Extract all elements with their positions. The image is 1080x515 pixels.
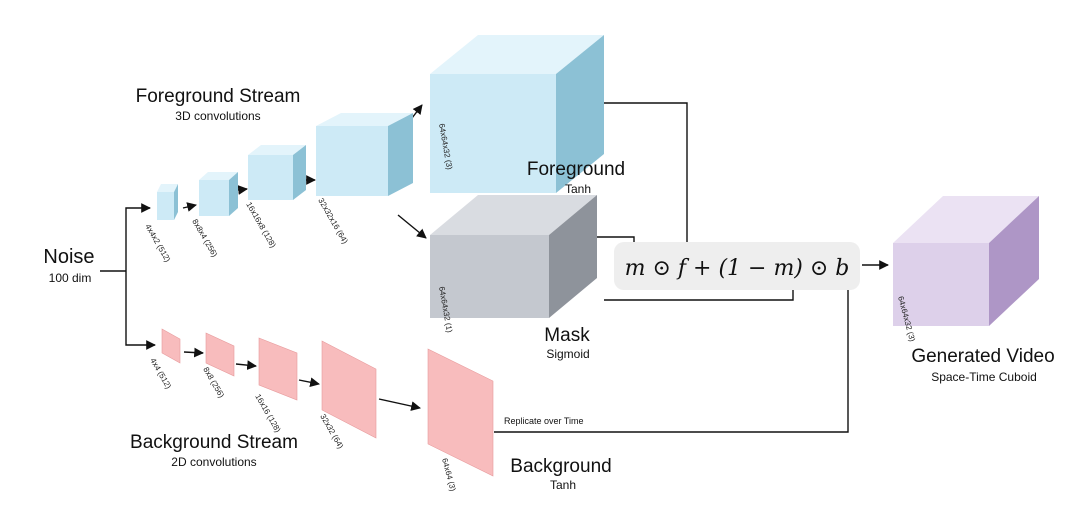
foreground-layer-3: [248, 145, 306, 200]
noise-to-foreground-arrow: [125, 203, 151, 271]
background-to-formula-arrow: [494, 279, 853, 433]
foreground-stream-subtitle: 3D convolutions: [175, 109, 260, 123]
cuboid-top: [430, 195, 597, 235]
foreground-output-cuboid: [430, 35, 604, 193]
foreground-output-title: Foreground: [527, 159, 625, 180]
cuboid-side: [174, 184, 178, 220]
cuboid-side: [989, 196, 1039, 326]
foreground-layer-3-size-label: 16x16x8 (128): [244, 201, 278, 250]
generated-video-cuboid: [893, 196, 1039, 326]
cuboid-top: [248, 145, 306, 155]
cuboid-top: [199, 172, 238, 180]
cuboid-front: [316, 126, 388, 196]
cuboid-front: [430, 235, 549, 318]
mask-output-title: Mask: [544, 325, 590, 346]
cuboid-front: [199, 180, 229, 216]
cuboid-front: [248, 155, 293, 200]
cuboid-top: [157, 184, 178, 192]
noise-sublabel: 100 dim: [49, 271, 92, 285]
formula-box: [614, 242, 860, 290]
background-output-title: Background: [510, 456, 611, 477]
cuboid-side: [556, 35, 604, 193]
cuboid-front: [157, 192, 174, 220]
background-layer-2: [205, 332, 235, 377]
bg-arrow-1: [183, 347, 204, 358]
cuboid-top: [430, 35, 604, 74]
foreground-output-activation: Tanh: [565, 182, 591, 196]
fg-to-mask-arrow: [397, 214, 427, 239]
bg-to-background-arrow: [378, 398, 421, 411]
fg-arrow-2: [237, 185, 248, 195]
background-layer-3: [258, 337, 298, 401]
foreground-layer-4: [316, 113, 413, 196]
background-output-activation: Tanh: [550, 478, 576, 492]
foreground-stream-title: Foreground Stream: [136, 86, 301, 107]
foreground-layer-1-size-label: 4x4x2 (512): [143, 223, 172, 264]
background-output-plane: [427, 348, 494, 477]
replicate-over-time-label: Replicate over Time: [504, 416, 584, 426]
bg-arrow-2: [235, 360, 257, 370]
background-layer-1-size-label: 4x4 (512): [148, 357, 173, 391]
background-layer-1: [161, 328, 181, 364]
foreground-layer-1: [157, 184, 178, 220]
cuboid-side: [549, 195, 597, 318]
background-layer-4: [321, 340, 377, 439]
mask-output-cuboid: [430, 195, 597, 318]
noise-to-background-arrow: [125, 271, 156, 350]
generated-video-title: Generated Video: [911, 346, 1054, 367]
noise-label: Noise: [43, 246, 94, 268]
background-stream-subtitle: 2D convolutions: [171, 455, 256, 469]
mask-output-activation: Sigmoid: [546, 347, 589, 361]
fg-arrow-1: [182, 202, 197, 212]
cuboid-side: [229, 172, 238, 216]
cuboid-top: [316, 113, 413, 126]
cuboid-front: [893, 243, 989, 326]
foreground-to-formula-arrow: [604, 102, 692, 253]
cuboid-side: [293, 145, 306, 200]
generated-video-subtitle: Space-Time Cuboid: [931, 370, 1037, 384]
foreground-layer-2: [199, 172, 238, 216]
background-output-size-label: 64x64 (3): [440, 457, 458, 492]
foreground-layer-2-size-label: 8x8x4 (256): [190, 218, 219, 259]
cuboid-top: [893, 196, 1039, 243]
cuboid-side: [388, 113, 413, 196]
bg-arrow-3: [298, 377, 320, 388]
foreground-layer-4-size-label: 32x32x16 (64): [316, 197, 350, 246]
background-layer-3-size-label: 16x16 (128): [253, 393, 282, 435]
cuboid-front: [430, 74, 556, 193]
composition-formula: m ⊙ f + (1 − m) ⊙ b: [625, 256, 850, 281]
background-stream-title: Background Stream: [130, 432, 298, 453]
